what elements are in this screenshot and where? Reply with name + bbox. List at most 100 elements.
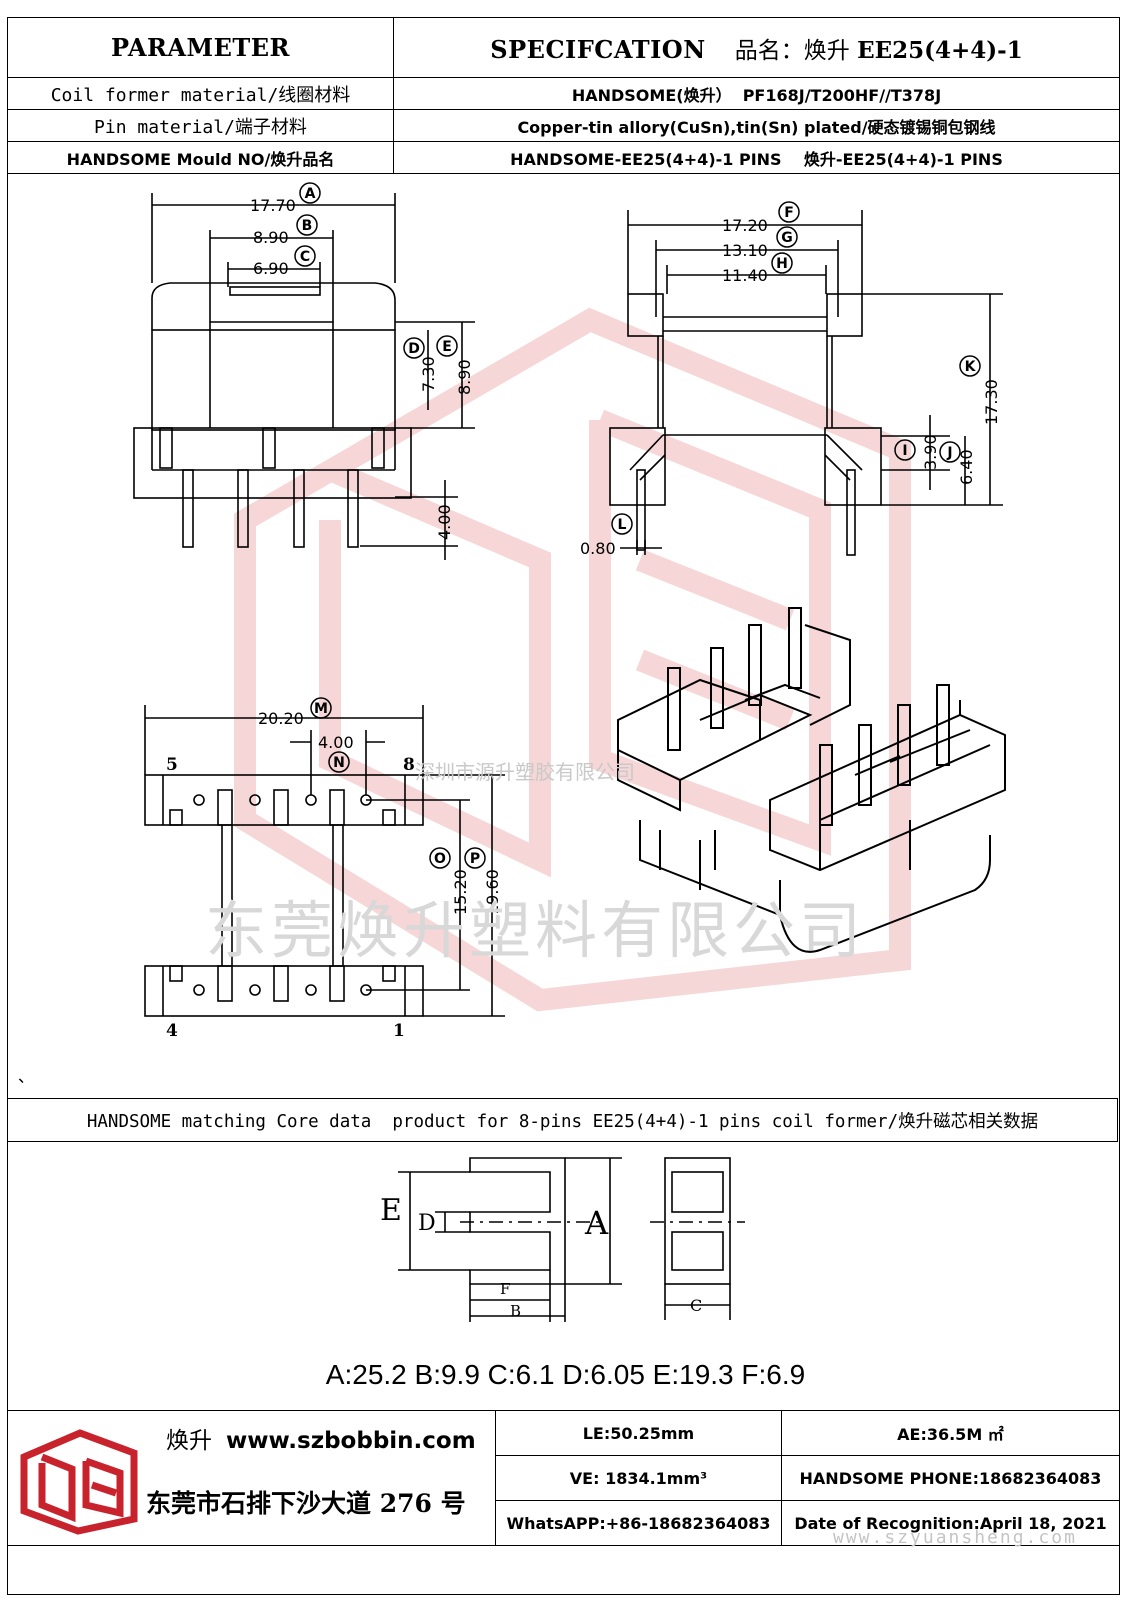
svg-text:C: C bbox=[300, 249, 310, 265]
parameter-title: PARAMETER bbox=[111, 33, 290, 62]
circle-letter-n: N bbox=[328, 751, 350, 773]
dim-17-70: 17.70 bbox=[250, 196, 296, 215]
watermark-big: 东莞焕升塑料有限公司 bbox=[205, 894, 866, 967]
pin-material-value: Copper-tin allory(CuSn),tin(Sn) plated/硬… bbox=[517, 117, 996, 137]
coil-material-value-cell: HANDSOME(焕升） PF168J/T200HF//T378J bbox=[393, 77, 1120, 110]
circle-letter-d: D bbox=[403, 337, 425, 359]
svg-text:M: M bbox=[314, 701, 328, 717]
product-name: 品名：焕升 EE25(4+4)-1 bbox=[734, 36, 1023, 64]
watermark-url: www.szyuansheng.com bbox=[833, 1527, 1077, 1548]
header-table: PARAMETER SPECIFCATION 品名：焕升 EE25(4+4)-1… bbox=[7, 17, 1120, 174]
spec-title: SPECIFCATION bbox=[490, 34, 706, 64]
svg-text:D: D bbox=[408, 341, 420, 357]
dim-20-20: 20.20 bbox=[258, 709, 304, 728]
dim-17-20: 17.20 bbox=[722, 216, 768, 235]
circle-letter-f: F bbox=[778, 201, 800, 223]
dim-11-40: 11.40 bbox=[722, 266, 768, 285]
side-view bbox=[609, 210, 1003, 556]
svg-text:O: O bbox=[434, 851, 446, 867]
core-letter-e: E bbox=[380, 1193, 402, 1228]
core-letter-b: B bbox=[510, 1302, 521, 1320]
dim-8-90-v: 8.90 bbox=[455, 359, 474, 395]
spec-title-cell: SPECIFCATION 品名：焕升 EE25(4+4)-1 bbox=[393, 17, 1120, 78]
core-diagram bbox=[398, 1157, 745, 1322]
le-cell: LE:50.25mm bbox=[495, 1410, 782, 1456]
dim-6-90: 6.90 bbox=[253, 259, 289, 278]
ae-value: AE:36.5M ㎡ bbox=[897, 1425, 1004, 1444]
drawing-frame bbox=[7, 172, 1120, 1595]
circle-letter-k: K bbox=[959, 355, 981, 377]
dim-17-30: 17.30 bbox=[982, 379, 1001, 425]
matching-core-title: HANDSOME matching Core data product for … bbox=[7, 1098, 1118, 1142]
svg-text:J: J bbox=[946, 445, 952, 461]
circle-letter-h: H bbox=[771, 252, 793, 274]
mould-no-value-cell: HANDSOME-EE25(4+4)-1 PINS 焕升-EE25(4+4)-1… bbox=[393, 141, 1120, 174]
date-cell: Date of Recognition:April 18, 2021 bbox=[780, 1500, 1121, 1546]
circle-letter-p: P bbox=[464, 847, 486, 869]
core-letter-f: F bbox=[500, 1280, 510, 1298]
coil-material-label: Coil former material/线圈材料 bbox=[50, 84, 351, 106]
dim-4-00-n: 4.00 bbox=[318, 733, 354, 752]
handsome-logo-icon bbox=[20, 1429, 138, 1535]
phone-value: HANDSOME PHONE:18682364083 bbox=[799, 1468, 1102, 1488]
circle-letter-g: G bbox=[776, 226, 798, 248]
parameter-title-cell: PARAMETER bbox=[7, 17, 394, 78]
dim-0-80: 0.80 bbox=[580, 539, 616, 558]
isometric-view bbox=[617, 607, 1006, 953]
pin-number-5: 5 bbox=[166, 755, 178, 775]
dim-13-10: 13.10 bbox=[722, 241, 768, 260]
pin-number-1: 1 bbox=[393, 1021, 405, 1041]
product-label: 品名：焕升 bbox=[734, 37, 850, 64]
core-letter-c: C bbox=[690, 1296, 702, 1315]
circle-letter-j: J bbox=[939, 441, 961, 463]
whatsapp-cell: WhatsAPP:+86-18682364083 bbox=[495, 1500, 782, 1546]
front-view bbox=[133, 193, 475, 560]
date-value: Date of Recognition:April 18, 2021 bbox=[794, 1513, 1107, 1533]
coil-material-label-cell: Coil former material/线圈材料 bbox=[7, 77, 394, 110]
ve-cell: VE: 1834.1mm³ bbox=[495, 1455, 782, 1501]
svg-text:L: L bbox=[618, 517, 627, 533]
svg-text:H: H bbox=[776, 256, 788, 272]
ve-value: VE: 1834.1mm³ bbox=[569, 1468, 708, 1488]
bottom-view bbox=[144, 705, 505, 1017]
circle-letter-l: L bbox=[611, 513, 633, 535]
pin-number-8: 8 bbox=[403, 755, 415, 775]
circle-letter-c: C bbox=[294, 245, 316, 267]
svg-text:P: P bbox=[470, 851, 480, 867]
dim-6-40: 6.40 bbox=[957, 449, 976, 485]
svg-text:N: N bbox=[333, 755, 345, 771]
dim-19-60: 19.60 bbox=[483, 869, 502, 915]
circle-letter-a: A bbox=[299, 182, 321, 204]
circle-letter-o: O bbox=[429, 847, 451, 869]
mould-no-label: HANDSOME Mould NO/焕升品名 bbox=[66, 149, 335, 169]
svg-text:E: E bbox=[442, 339, 452, 355]
svg-text:K: K bbox=[965, 359, 977, 375]
dim-8-90: 8.90 bbox=[253, 228, 289, 247]
ae-cell: AE:36.5M ㎡ bbox=[780, 1410, 1121, 1456]
whatsapp-value: WhatsAPP:+86-18682364083 bbox=[506, 1513, 771, 1533]
phone-cell: HANDSOME PHONE:18682364083 bbox=[780, 1455, 1121, 1501]
circle-letter-b: B bbox=[296, 214, 318, 236]
product-model: EE25(4+4)-1 bbox=[857, 36, 1023, 64]
pin-number-4: 4 bbox=[166, 1021, 178, 1041]
dim-7-30: 7.30 bbox=[419, 356, 438, 392]
pin-material-label: Pin material/端子材料 bbox=[94, 116, 307, 138]
svg-text:A: A bbox=[305, 186, 316, 202]
pin-material-label-cell: Pin material/端子材料 bbox=[7, 109, 394, 142]
dim-3-90: 3.90 bbox=[921, 434, 940, 470]
matching-core-title-text: HANDSOME matching Core data product for … bbox=[86, 1111, 1039, 1132]
svg-text:I: I bbox=[902, 443, 907, 459]
dim-15-20: 15.20 bbox=[451, 869, 470, 915]
coil-material-value: HANDSOME(焕升） PF168J/T200HF//T378J bbox=[571, 85, 942, 105]
circle-letter-e: E bbox=[436, 335, 458, 357]
circle-letter-m: M bbox=[310, 697, 332, 719]
svg-text:F: F bbox=[784, 205, 794, 221]
tick-mark: 、 bbox=[18, 1067, 35, 1086]
le-value: LE:50.25mm bbox=[582, 1423, 695, 1443]
website-link[interactable]: www.szbobbin.com bbox=[226, 1428, 476, 1454]
svg-text:B: B bbox=[302, 218, 313, 234]
